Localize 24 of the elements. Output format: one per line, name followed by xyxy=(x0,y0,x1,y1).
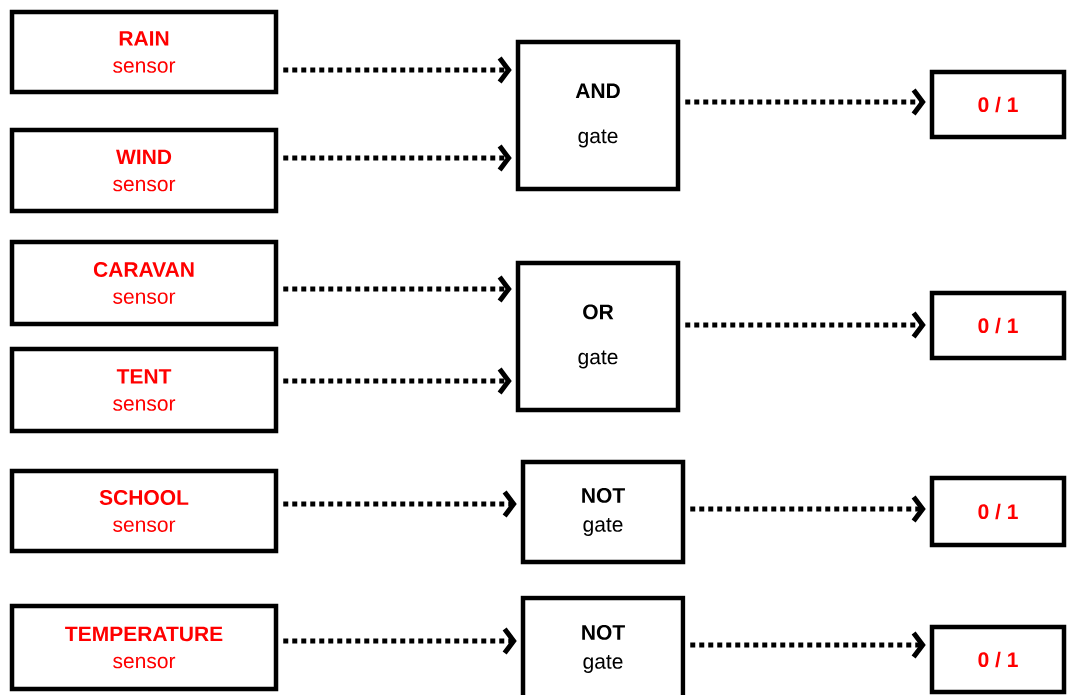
gate-box: NOT gate xyxy=(520,595,686,695)
output-box: 0 / 1 xyxy=(929,290,1067,361)
gate-box: AND gate xyxy=(515,39,681,192)
sensor-box: RAIN sensor xyxy=(9,9,279,95)
arrow xyxy=(283,627,517,655)
arrow xyxy=(690,495,926,523)
sensor-box: WIND sensor xyxy=(9,127,279,214)
arrow xyxy=(283,144,512,172)
sensor-box: CARAVAN sensor xyxy=(9,239,279,327)
arrow xyxy=(685,88,926,116)
sensor-box: TEMPERATURE sensor xyxy=(9,603,279,692)
sensor-box: SCHOOL sensor xyxy=(9,468,279,554)
gate-box: NOT gate xyxy=(520,459,686,565)
arrow xyxy=(283,490,517,518)
arrow xyxy=(283,275,512,303)
output-box: 0 / 1 xyxy=(929,624,1067,695)
output-box: 0 / 1 xyxy=(929,69,1067,140)
output-box: 0 / 1 xyxy=(929,475,1067,548)
arrow xyxy=(283,367,512,395)
arrow xyxy=(685,311,926,339)
arrow xyxy=(690,631,926,659)
sensor-box: TENT sensor xyxy=(9,346,279,434)
gate-box: OR gate xyxy=(515,260,681,413)
arrow xyxy=(283,56,512,84)
